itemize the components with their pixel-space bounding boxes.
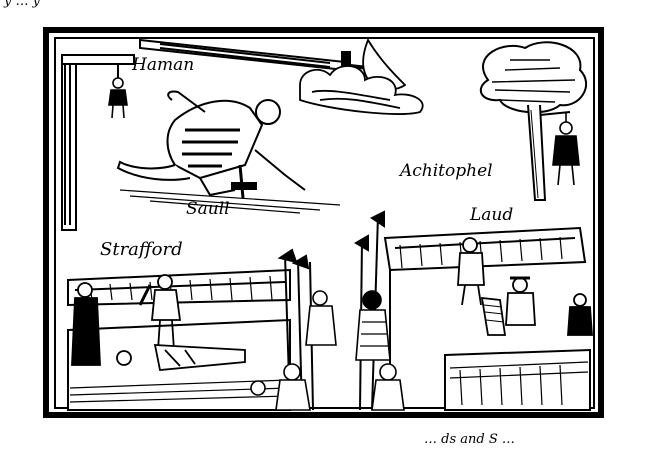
achitophel-tree xyxy=(479,41,587,201)
hanged-figure-haman xyxy=(108,77,128,119)
cropped-text-top: y … y xyxy=(4,0,40,9)
laud-figures xyxy=(457,237,593,336)
soldiers-right xyxy=(355,290,405,411)
inner-frame xyxy=(54,37,595,409)
hanged-figure-achitophel xyxy=(552,112,580,186)
label-laud: Laud xyxy=(470,205,514,225)
label-strafford: Strafford xyxy=(100,239,183,260)
label-achitophel: Achitophel xyxy=(400,161,493,181)
haman-gallows xyxy=(61,54,135,231)
label-saull: Saull xyxy=(186,199,230,219)
tower-enclosure xyxy=(383,226,591,411)
hand-and-cloud xyxy=(299,37,424,115)
soldiers-left xyxy=(250,290,337,411)
saul-figure xyxy=(116,90,306,199)
strafford-figures xyxy=(71,274,246,371)
ground-hatching-top xyxy=(119,189,341,214)
label-haman: Haman xyxy=(132,55,195,75)
cropped-text-bottom: … ds and S … xyxy=(424,432,515,447)
